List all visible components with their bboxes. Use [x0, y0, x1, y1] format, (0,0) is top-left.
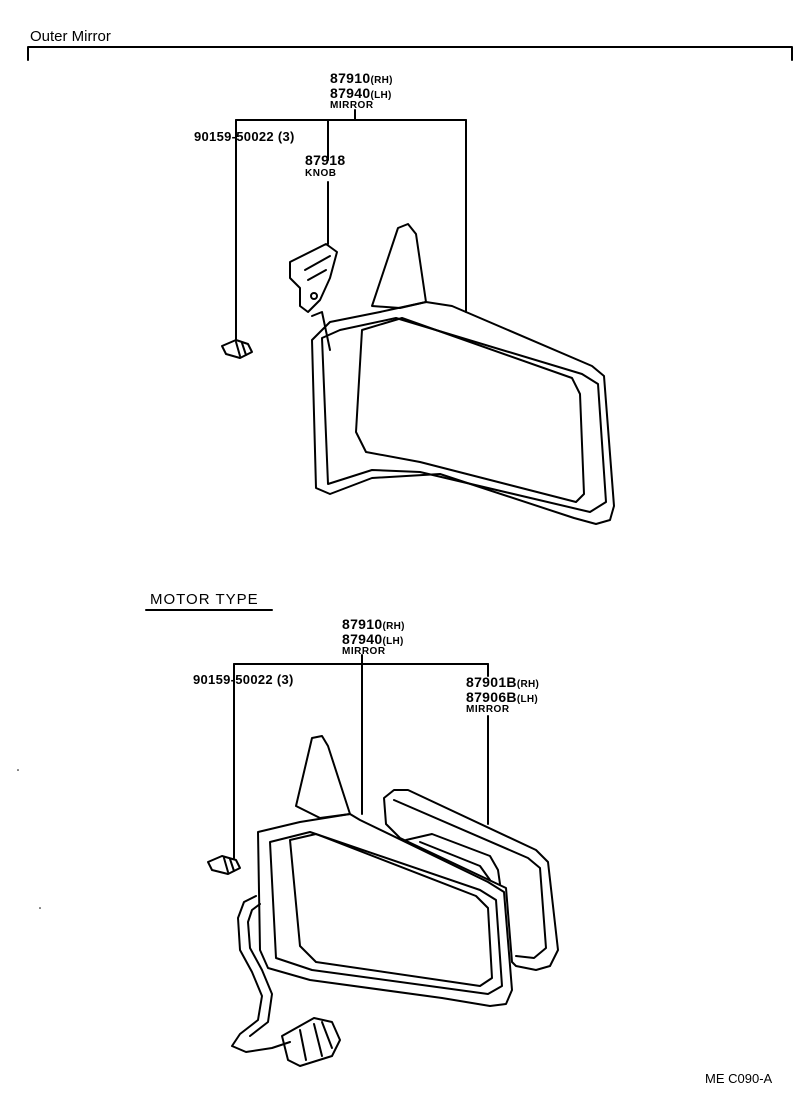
- screw-label-motor: 90159-50022 (3): [193, 672, 294, 687]
- knob-name: KNOB: [305, 168, 337, 179]
- section-frame: [27, 46, 793, 61]
- screw-label-manual: 90159-50022 (3): [194, 129, 295, 144]
- mirror-assy-pn-lh-manual: 87940(LH): [330, 85, 392, 101]
- section-title: Outer Mirror: [30, 28, 111, 45]
- knob-pn: 87918: [305, 152, 346, 168]
- mirror-glass-pn-lh: 87906B(LH): [466, 689, 539, 705]
- motor-type-heading: MOTOR TYPE: [150, 591, 259, 608]
- knob: [289, 243, 338, 313]
- mirror-glass-motor: [383, 789, 559, 971]
- scan-mark: [39, 907, 41, 909]
- mirror-assy-pn-lh-motor: 87940(LH): [342, 631, 404, 647]
- screw-manual: [221, 339, 253, 359]
- mirror-assy-name-manual: MIRROR: [330, 100, 374, 111]
- leader-lines-motor: [233, 654, 489, 859]
- leader-lines-manual: [235, 109, 467, 341]
- motor-cable: [231, 895, 291, 1053]
- screw-motor: [207, 855, 241, 875]
- mirror-assy-name-motor: MIRROR: [342, 646, 386, 657]
- mirror-assy-pn-rh-motor: 87910(RH): [342, 616, 405, 632]
- mirror-housing-motor: [257, 735, 513, 1007]
- motor-connector: [281, 1017, 341, 1067]
- mirror-housing-manual: [311, 223, 615, 525]
- mirror-glass-pn-rh: 87901B(RH): [466, 674, 540, 690]
- mirror-glass-name: MIRROR: [466, 704, 510, 715]
- drawing-code: ME C090-A: [705, 1071, 773, 1086]
- mirror-assy-pn-rh-manual: 87910(RH): [330, 70, 393, 86]
- scan-mark: [17, 769, 19, 771]
